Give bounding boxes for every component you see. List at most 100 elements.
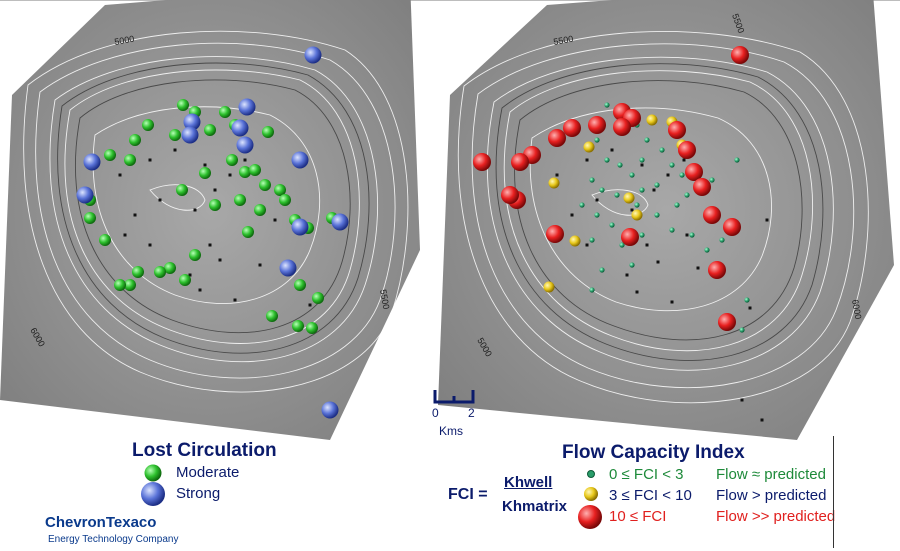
brand-tagline: Energy Technology Company xyxy=(48,534,179,545)
strong-ball xyxy=(331,213,349,231)
fci-low-dot xyxy=(689,232,695,238)
well-square xyxy=(233,298,237,302)
well-square xyxy=(656,260,660,264)
contour-lines-dark xyxy=(495,63,824,361)
well-square xyxy=(740,398,744,402)
formula-denominator: Khmatrix xyxy=(502,498,568,515)
fci-high-ball xyxy=(723,218,741,236)
fci-low-dot xyxy=(644,137,650,143)
moderate-ball xyxy=(262,126,274,138)
brand-name: ChevronTexaco xyxy=(45,514,157,531)
fci-high-ball xyxy=(613,118,631,136)
scale-two: 2 xyxy=(468,406,475,420)
fci-low-meaning: Flow ≈ predicted xyxy=(716,466,826,483)
scale-bar xyxy=(433,390,475,404)
well-markers xyxy=(555,148,769,422)
fci-mid-ball-icon xyxy=(584,487,598,501)
fci-high-ball xyxy=(546,225,564,243)
well-square xyxy=(635,290,639,294)
fci-low-range: 0 ≤ FCI < 3 xyxy=(609,466,684,483)
fci-high-range: 10 ≤ FCI xyxy=(609,508,667,525)
well-square xyxy=(228,173,232,177)
moderate-ball xyxy=(199,167,211,179)
fci-low-dot xyxy=(614,192,620,198)
fci-low-dot xyxy=(639,157,645,163)
contour-lines xyxy=(23,30,409,393)
moderate-ball xyxy=(177,99,189,111)
moderate-ball xyxy=(189,249,201,261)
well-square xyxy=(765,218,769,222)
well-square xyxy=(243,158,247,162)
fci-high-ball xyxy=(708,261,726,279)
well-square xyxy=(198,288,202,292)
fci-low-dot xyxy=(739,327,745,333)
well-square xyxy=(213,188,217,192)
fci-high-ball xyxy=(548,129,566,147)
fci-mid-ball xyxy=(543,281,555,293)
well-square xyxy=(133,213,137,217)
fci-high-ball xyxy=(668,121,686,139)
fci-low-dot xyxy=(719,237,725,243)
flow-capacity-title: Flow Capacity Index xyxy=(562,442,745,463)
top-divider xyxy=(0,0,900,1)
moderate-ball xyxy=(129,134,141,146)
fci-low-dot xyxy=(579,202,585,208)
strong-ball xyxy=(183,113,201,131)
well-square xyxy=(173,148,177,152)
strong-ball xyxy=(291,151,309,169)
well-square xyxy=(258,263,262,267)
well-square xyxy=(148,158,152,162)
moderate-ball xyxy=(164,262,176,274)
moderate-ball xyxy=(142,119,154,131)
fci-low-dot xyxy=(734,157,740,163)
well-square xyxy=(203,163,207,167)
strong-ball xyxy=(304,46,322,64)
fci-low-dot-icon xyxy=(587,470,595,478)
well-square xyxy=(666,173,670,177)
strong-ball xyxy=(231,119,249,137)
strong-ball xyxy=(181,126,199,144)
moderate-ball xyxy=(124,279,136,291)
moderate-ball xyxy=(312,292,324,304)
fci-low-dot xyxy=(639,232,645,238)
fci-low-dot xyxy=(589,287,595,293)
fci-high-ball xyxy=(563,119,581,137)
strong-ball-icon xyxy=(141,482,165,506)
well-square xyxy=(685,233,689,237)
fci-low-dot xyxy=(599,267,605,273)
well-square xyxy=(188,273,192,277)
right-edge-rule xyxy=(833,436,834,548)
contour-lines xyxy=(457,30,869,404)
moderate-ball xyxy=(254,204,266,216)
moderate-ball xyxy=(294,279,306,291)
fci-high-ball xyxy=(501,186,519,204)
fci-low-dot xyxy=(619,242,625,248)
fci-high-ball xyxy=(703,206,721,224)
fci-high-ball xyxy=(473,153,491,171)
flow-capacity-map: 5500 6000 5000 5500 xyxy=(438,0,894,440)
fci-low-dot xyxy=(674,202,680,208)
moderate-ball xyxy=(239,166,251,178)
well-square xyxy=(760,418,764,422)
moderate-ball xyxy=(242,226,254,238)
fci-balls xyxy=(473,46,750,333)
well-square xyxy=(193,208,197,212)
moderate-ball xyxy=(179,274,191,286)
fci-low-dot xyxy=(609,222,615,228)
lost-circulation-balls xyxy=(76,46,349,419)
moderate-ball-icon xyxy=(144,464,162,482)
well-square xyxy=(118,173,122,177)
lost-circulation-title: Lost Circulation xyxy=(132,440,277,461)
well-square xyxy=(682,158,686,162)
fci-low-dot xyxy=(634,202,640,208)
well-square xyxy=(670,300,674,304)
fci-high-ball xyxy=(718,313,736,331)
strong-ball xyxy=(76,186,94,204)
fci-low-dot xyxy=(744,297,750,303)
well-square xyxy=(652,188,656,192)
moderate-ball xyxy=(114,279,126,291)
fci-high-ball xyxy=(731,46,749,64)
fci-low-dot xyxy=(654,212,660,218)
terrain-block xyxy=(0,0,420,440)
fci-low-dot xyxy=(704,247,710,253)
